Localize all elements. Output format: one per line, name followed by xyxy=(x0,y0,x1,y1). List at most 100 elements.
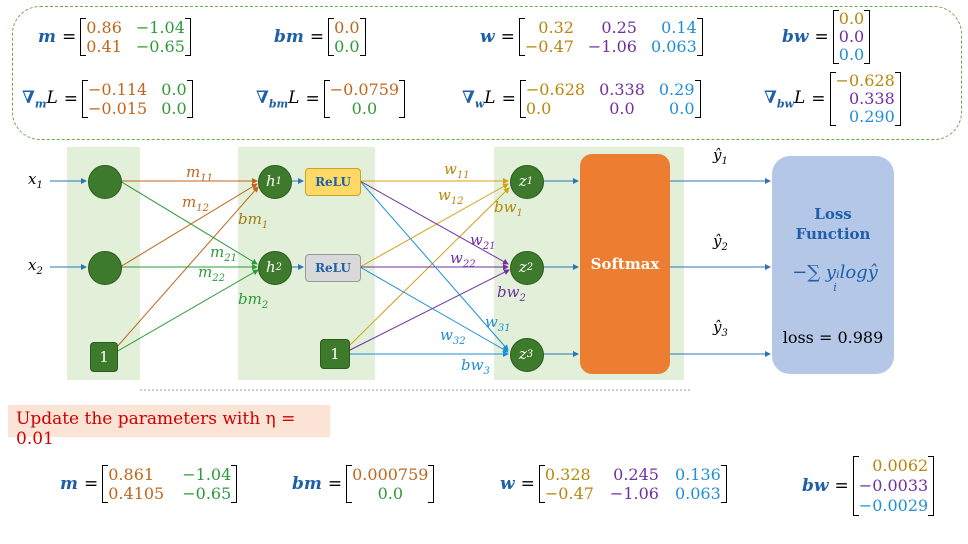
cell: 0.0 xyxy=(351,99,378,118)
input-x2-label: x2 xyxy=(28,256,43,277)
cell: 0.136 xyxy=(674,465,721,484)
softmax-block: Softmax xyxy=(580,154,670,374)
nabla-symbol: ∇ xyxy=(256,87,269,108)
cell: −0.0759 xyxy=(329,80,400,99)
weight-bw2-label: bw2 xyxy=(497,283,526,304)
cell: 0.0 xyxy=(334,37,360,56)
weight-w31-label: w31 xyxy=(485,313,511,334)
cell: 0.0 xyxy=(525,99,552,118)
weight-bw1-label: bw1 xyxy=(494,198,523,219)
gradient-sub: bw xyxy=(776,97,794,111)
matrix-label: m xyxy=(38,27,56,47)
matrix-bm: bm= 0.0 0.0 xyxy=(274,18,367,56)
relu-box-2: ReLU xyxy=(305,254,361,282)
cell: −1.06 xyxy=(587,37,637,56)
cell: 0.25 xyxy=(601,18,637,37)
loss-function-box xyxy=(772,156,894,374)
gradient-w: ∇wL= −0.628 0.338 0.29 0.0 0.0 0.0 xyxy=(462,80,701,118)
weight-m12-label: m12 xyxy=(182,193,209,214)
cell: −0.47 xyxy=(524,37,574,56)
cell: 0.0 xyxy=(609,99,635,118)
nabla-symbol: ∇ xyxy=(764,87,777,108)
matrix-m: m= 0.86 −1.04 0.41 −0.65 xyxy=(38,18,191,56)
cell: 0.0 xyxy=(334,18,360,37)
cell: 0.29 xyxy=(658,80,695,99)
output-node-2 xyxy=(510,251,544,285)
loss-symbol: L xyxy=(46,87,58,108)
cell: −1.04 xyxy=(135,18,185,37)
cell: −1.06 xyxy=(609,484,659,503)
updated-matrix-w: w= 0.328 0.245 0.136 −0.47 −1.06 0.063 xyxy=(500,465,727,503)
weight-w21-label: w21 xyxy=(470,231,496,252)
cell: 0.0 xyxy=(161,80,187,99)
weight-m21-label: m21 xyxy=(210,243,237,264)
weight-m22-label: m22 xyxy=(198,263,225,284)
cell: 0.000759 xyxy=(352,465,429,484)
weight-bm1-label: bm1 xyxy=(238,210,269,231)
cell: 0.41 xyxy=(86,37,122,56)
cell: −0.47 xyxy=(544,484,594,503)
cell: 0.0 xyxy=(669,99,695,118)
matrix-label: w xyxy=(500,474,515,494)
weight-bm2-label: bm2 xyxy=(238,290,269,311)
current-parameters-panel xyxy=(12,6,962,140)
updated-matrix-bm: bm= 0.000759 0.0 xyxy=(292,465,435,503)
loss-symbol: L xyxy=(793,87,806,108)
cell: 0.063 xyxy=(674,484,721,503)
weight-w22-label: w22 xyxy=(450,249,476,270)
cell: 0.245 xyxy=(613,465,659,484)
weight-w12-label: w12 xyxy=(438,186,464,207)
cell: 0.338 xyxy=(848,89,895,108)
cell: −0.628 xyxy=(835,71,895,90)
matrix-label: bw xyxy=(782,27,809,47)
cell: 0.0 xyxy=(377,484,404,503)
gradient-m: ∇mL= −0.114 0.0 −0.015 0.0 xyxy=(22,80,193,118)
input-node-2 xyxy=(88,251,122,285)
cell: −0.0029 xyxy=(858,496,929,515)
nabla-symbol: ∇ xyxy=(22,87,35,108)
yhat-3-label: ŷ3 xyxy=(713,318,728,339)
hidden-node-1 xyxy=(258,165,292,199)
updated-matrix-m: m= 0.861 −1.04 0.4105 −0.65 xyxy=(60,465,238,503)
weight-bw3-label: bw3 xyxy=(461,356,490,377)
matrix-label: bm xyxy=(274,27,304,47)
output-node-3 xyxy=(510,338,544,372)
nabla-symbol: ∇ xyxy=(462,87,475,108)
cell: 0.14 xyxy=(661,18,697,37)
loss-symbol: L xyxy=(484,87,496,108)
cell: 0.328 xyxy=(544,465,591,484)
matrix-label: w xyxy=(480,27,495,47)
gradient-sub: bm xyxy=(268,97,289,111)
update-banner: Update the parameters with η = 0.01 xyxy=(8,405,330,449)
loss-value: loss = 0.989 xyxy=(782,328,884,347)
cell: 0.338 xyxy=(599,80,645,99)
cell: 0.4105 xyxy=(108,484,165,503)
gradient-sub: w xyxy=(474,97,485,111)
cell: 0.32 xyxy=(538,18,574,37)
weight-w32-label: w32 xyxy=(440,326,466,347)
hidden-bias-node: 1 xyxy=(320,339,350,369)
cell: 0.0062 xyxy=(872,456,929,475)
loss-function-title: Loss Function xyxy=(795,205,871,243)
weight-w11-label: w11 xyxy=(444,160,470,181)
cell: −0.114 xyxy=(88,80,148,99)
cell: 0.0 xyxy=(838,45,865,64)
cell: −0.015 xyxy=(88,99,148,118)
weight-m11-label: m11 xyxy=(186,163,213,184)
gradient-bw: ∇bwL= −0.628 0.338 0.290 xyxy=(764,72,901,126)
cell: 0.0 xyxy=(161,99,187,118)
updated-matrix-bw: bw= 0.0062 −0.0033 −0.0029 xyxy=(802,456,935,516)
input-node-1 xyxy=(88,165,122,199)
cell: −0.0033 xyxy=(858,476,929,495)
input-bias-node: 1 xyxy=(90,342,118,372)
cell: −1.04 xyxy=(182,465,232,484)
cell: 0.0 xyxy=(838,9,865,28)
cell: 0.290 xyxy=(848,107,895,126)
